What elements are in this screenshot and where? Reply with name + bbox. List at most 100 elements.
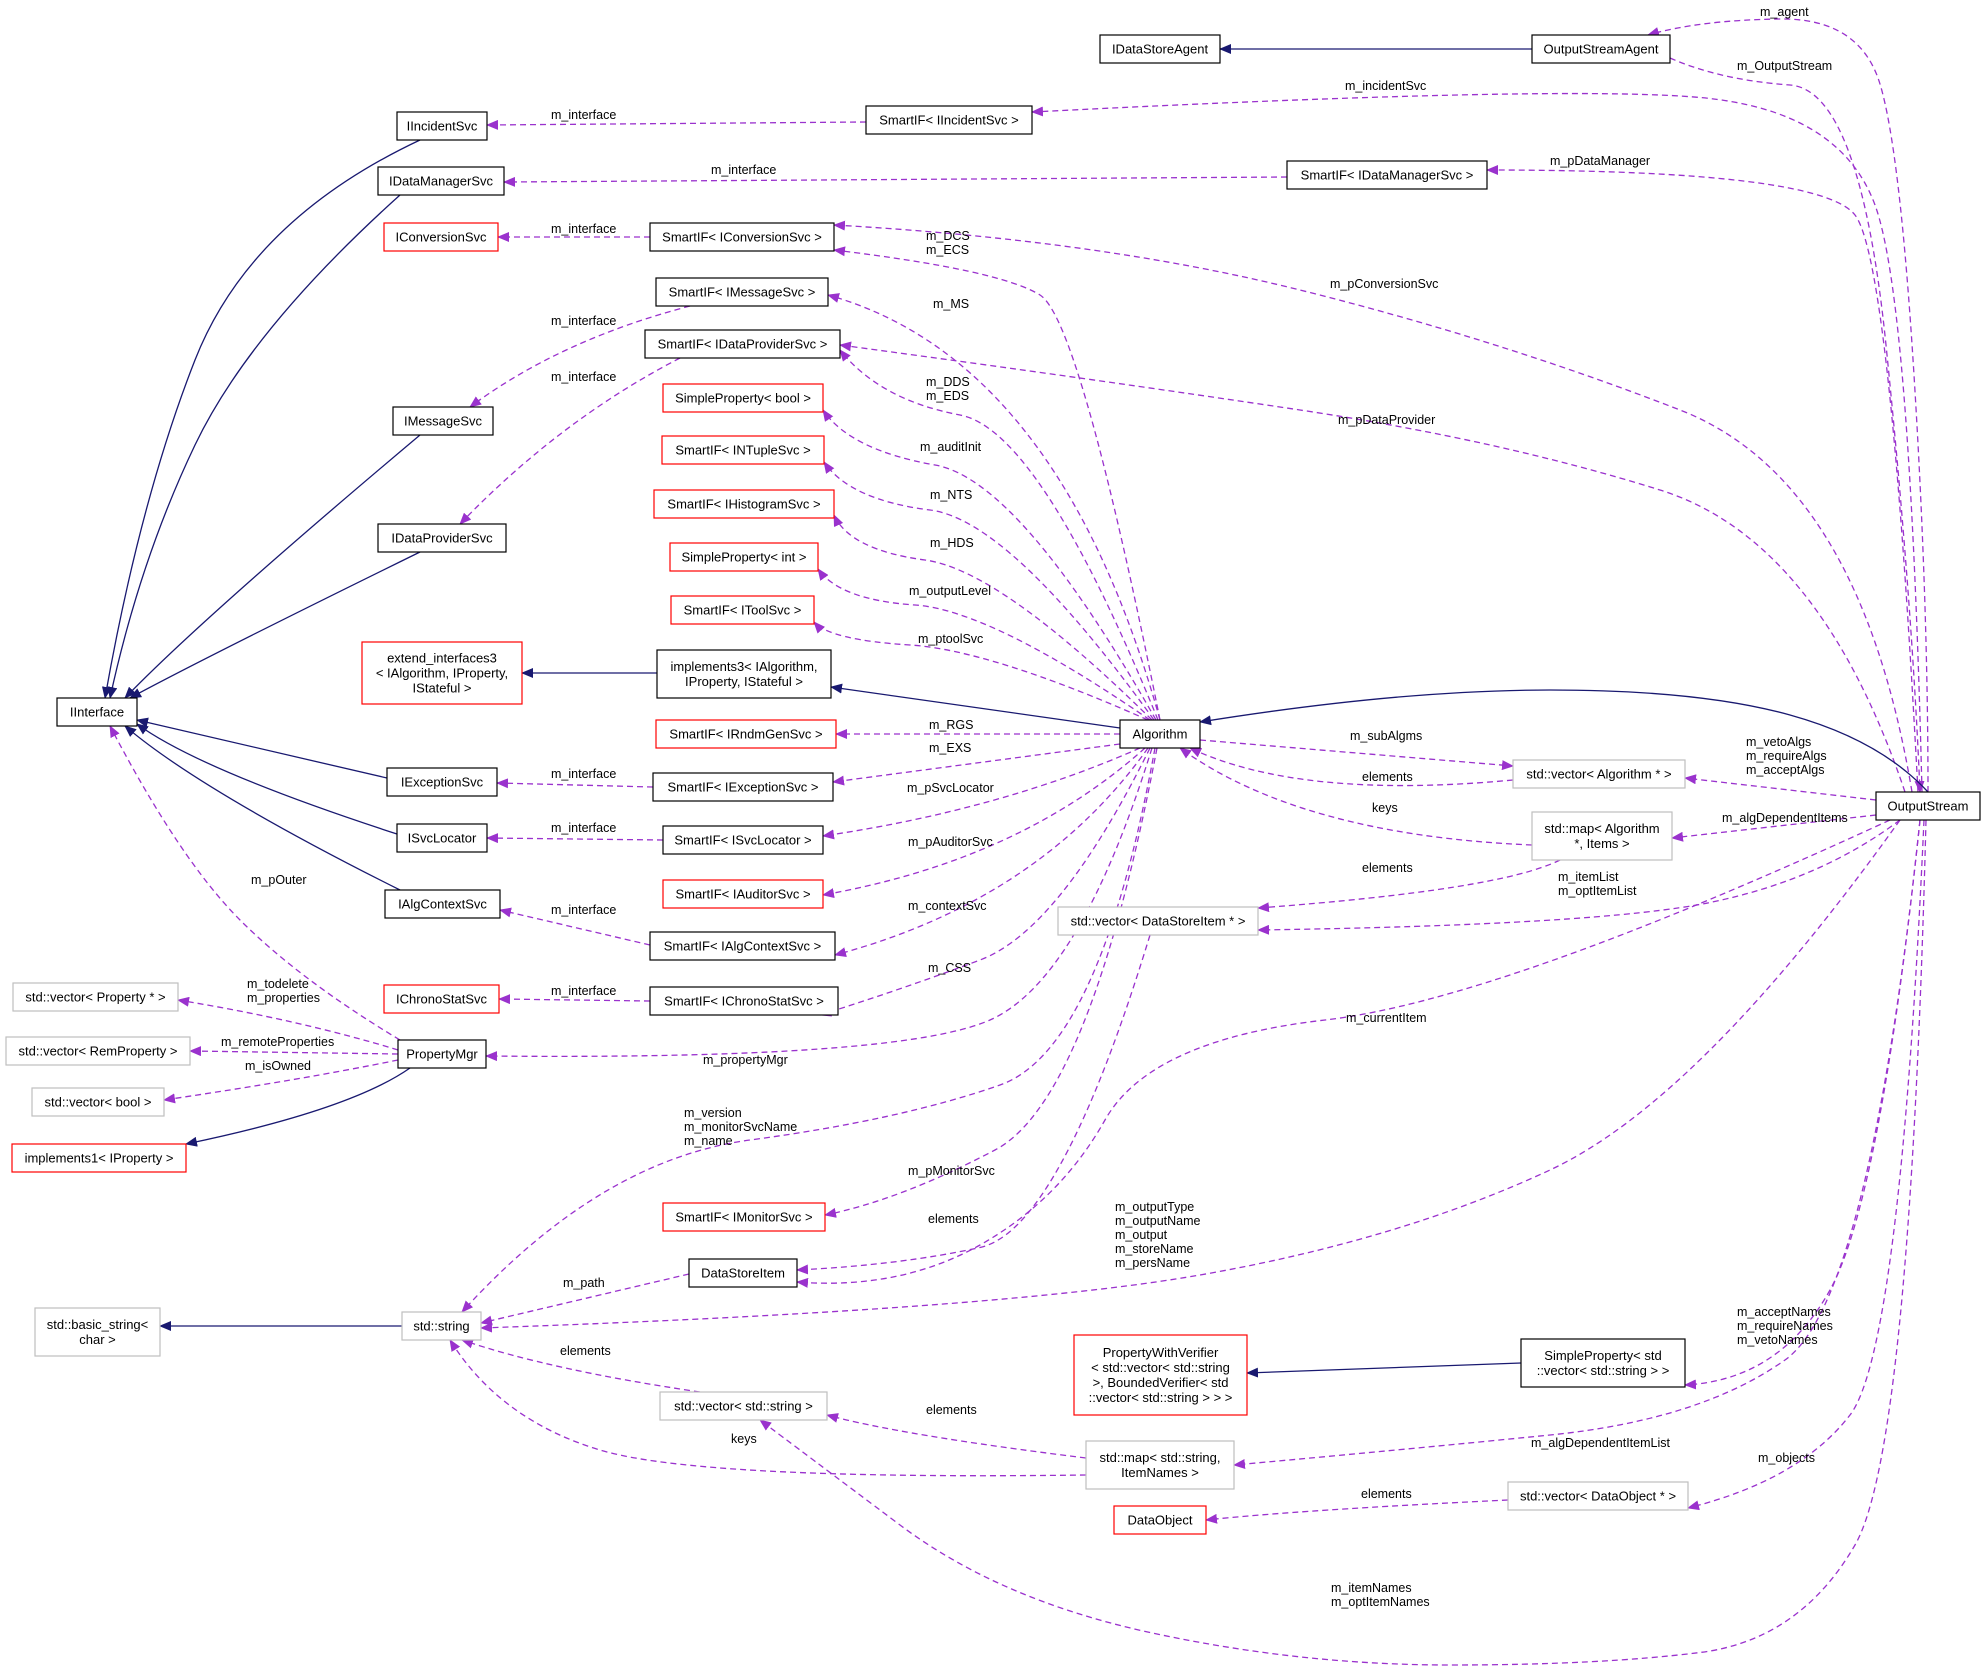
class-node-IDataStoreAgent[interactable]: IDataStoreAgent (1099, 34, 1221, 64)
class-node-OutputStream[interactable]: OutputStream (1875, 791, 1981, 821)
class-node-vector_Property[interactable]: std::vector< Property * > (12, 982, 179, 1012)
edge-label: m_optItemList (1558, 884, 1637, 898)
edge-label: m_outputName (1115, 1214, 1201, 1228)
class-node-IChronoStatSvc[interactable]: IChronoStatSvc (383, 984, 500, 1014)
class-node-vector_RemProperty[interactable]: std::vector< RemProperty > (5, 1036, 191, 1066)
edge-OutputStream-to-vector_string (759, 819, 1927, 1666)
edge-label: m_properties (247, 991, 320, 1005)
class-node-label: std::vector< std::string > (674, 1399, 813, 1414)
edge-OutputStream-to-std_string (480, 819, 1901, 1333)
edge-Algorithm-to-implements3 (830, 683, 1121, 729)
class-node-label: < IAlgorithm, IProperty, (376, 666, 508, 681)
class-node-DataObject[interactable]: DataObject (1113, 1505, 1207, 1535)
class-node-Algorithm[interactable]: Algorithm (1119, 719, 1201, 749)
edge-IIncidentSvc-to-IInterface (101, 139, 421, 699)
class-node-SimpleProperty_vector_string[interactable]: SimpleProperty< std::vector< std::string… (1520, 1338, 1686, 1388)
class-node-implements3[interactable]: implements3< IAlgorithm,IProperty, IStat… (656, 649, 832, 699)
class-node-IDataManagerSvc[interactable]: IDataManagerSvc (377, 166, 505, 196)
edge-IAlgContextSvc-to-IInterface (124, 725, 401, 891)
edge-PropertyMgr-to-vector_bool (163, 1059, 399, 1104)
class-node-label: SmartIF< IRndmGenSvc > (669, 727, 822, 742)
class-node-SmartIF_IMessageSvc[interactable]: SmartIF< IMessageSvc > (655, 277, 829, 307)
class-node-IAlgContextSvc[interactable]: IAlgContextSvc (384, 889, 501, 919)
class-node-SmartIF_IToolSvc[interactable]: SmartIF< IToolSvc > (670, 595, 815, 625)
class-node-PropertyWithVerifier[interactable]: PropertyWithVerifier< std::vector< std::… (1073, 1334, 1248, 1416)
class-node-SmartIF_IExceptionSvc[interactable]: SmartIF< IExceptionSvc > (652, 772, 834, 802)
edge-OutputStream-to-Algorithm (1199, 689, 1929, 793)
class-node-box (1531, 811, 1673, 861)
class-node-vector_DataStoreItem[interactable]: std::vector< DataStoreItem * > (1057, 906, 1259, 936)
class-node-ISvcLocator[interactable]: ISvcLocator (396, 823, 488, 853)
class-node-box (662, 879, 824, 909)
class-node-OutputStreamAgent[interactable]: OutputStreamAgent (1531, 34, 1671, 64)
class-node-SmartIF_IChronoStatSvc[interactable]: SmartIF< IChronoStatSvc > (649, 986, 839, 1016)
class-node-label: DataStoreItem (701, 1266, 785, 1281)
class-node-box (670, 595, 815, 625)
edge-label: m_NTS (930, 488, 972, 502)
edges-layer (101, 18, 1929, 1666)
class-node-SimpleProperty_bool[interactable]: SimpleProperty< bool > (662, 383, 824, 413)
class-node-label: IConversionSvc (395, 230, 487, 245)
class-node-IIncidentSvc[interactable]: IIncidentSvc (396, 111, 488, 141)
class-node-vector_DataObject[interactable]: std::vector< DataObject * > (1507, 1481, 1689, 1511)
edge-label: m_acceptNames (1737, 1305, 1831, 1319)
class-node-IExceptionSvc[interactable]: IExceptionSvc (386, 767, 498, 797)
edge-label: m_path (563, 1276, 605, 1290)
edge-label: m_remoteProperties (221, 1035, 334, 1049)
edge-label: m_interface (551, 767, 616, 781)
edge-label: m_requireNames (1737, 1319, 1833, 1333)
class-node-SmartIF_INTupleSvc[interactable]: SmartIF< INTupleSvc > (661, 435, 825, 465)
class-node-SmartIF_IAuditorSvc[interactable]: SmartIF< IAuditorSvc > (662, 879, 824, 909)
class-node-SimpleProperty_int[interactable]: SimpleProperty< int > (669, 542, 819, 572)
edge-OutputStream-to-SmartIF_IConversionSvc (833, 220, 1913, 793)
class-node-label: IMessageSvc (404, 414, 483, 429)
edge-label: m_pConversionSvc (1330, 277, 1438, 291)
edge-label: m_incidentSvc (1345, 79, 1426, 93)
class-node-IConversionSvc[interactable]: IConversionSvc (383, 222, 499, 252)
edge-SmartIF_IChronoStatSvc-to-IChronoStatSvc (498, 994, 651, 1005)
edge-IMessageSvc-to-IInterface (124, 434, 421, 699)
class-node-box (662, 825, 824, 855)
class-node-SmartIF_IAlgContextSvc[interactable]: SmartIF< IAlgContextSvc > (649, 931, 836, 961)
class-node-PropertyMgr[interactable]: PropertyMgr (397, 1039, 487, 1069)
class-node-label: SmartIF< IDataProviderSvc > (658, 337, 828, 352)
class-node-vector_Algorithm[interactable]: std::vector< Algorithm * > (1512, 759, 1686, 789)
class-node-label: std::map< std::string, (1099, 1450, 1220, 1465)
class-node-IMessageSvc[interactable]: IMessageSvc (392, 406, 494, 436)
edge-label: elements (560, 1344, 611, 1358)
class-node-SmartIF_IRndmGenSvc[interactable]: SmartIF< IRndmGenSvc > (655, 719, 837, 749)
edge-label: m_agent (1760, 5, 1809, 19)
class-node-label: char > (79, 1332, 116, 1347)
class-node-IInterface[interactable]: IInterface (56, 697, 138, 727)
class-node-label: SmartIF< ISvcLocator > (674, 833, 811, 848)
class-node-basic_string[interactable]: std::basic_string<char > (34, 1307, 161, 1357)
class-node-SmartIF_IHistogramSvc[interactable]: SmartIF< IHistogramSvc > (653, 489, 835, 519)
class-node-SmartIF_ISvcLocator[interactable]: SmartIF< ISvcLocator > (662, 825, 824, 855)
class-node-implements1[interactable]: implements1< IProperty > (11, 1143, 187, 1173)
edge-label: m_vetoNames (1737, 1333, 1818, 1347)
class-node-SmartIF_IIncidentSvc[interactable]: SmartIF< IIncidentSvc > (865, 105, 1033, 135)
class-node-std_string[interactable]: std::string (401, 1311, 482, 1341)
edge-label: m_RGS (929, 718, 973, 732)
class-node-map_Algorithm[interactable]: std::map< Algorithm*, Items > (1531, 811, 1673, 861)
class-node-vector_string[interactable]: std::vector< std::string > (659, 1391, 828, 1421)
class-node-SmartIF_IConversionSvc[interactable]: SmartIF< IConversionSvc > (649, 222, 835, 252)
edge-label: m_pOuter (251, 873, 307, 887)
class-node-SmartIF_IDataManagerSvc[interactable]: SmartIF< IDataManagerSvc > (1286, 160, 1488, 190)
edge-SmartIF_IExceptionSvc-to-IExceptionSvc (496, 778, 654, 789)
class-node-box (656, 649, 832, 699)
class-node-vector_bool[interactable]: std::vector< bool > (31, 1087, 165, 1117)
class-node-label: SimpleProperty< int > (681, 550, 806, 565)
class-node-extend_interfaces3[interactable]: extend_interfaces3< IAlgorithm, IPropert… (361, 641, 523, 705)
edge-label: m_pMonitorSvc (908, 1164, 995, 1178)
class-node-label: IDataManagerSvc (389, 174, 494, 189)
class-node-IDataProviderSvc[interactable]: IDataProviderSvc (377, 523, 507, 553)
class-node-label: ItemNames > (1121, 1465, 1199, 1480)
class-node-DataStoreItem[interactable]: DataStoreItem (688, 1258, 798, 1288)
class-node-label: IInterface (70, 705, 124, 720)
edge-Algorithm-to-SmartIF_IAuditorSvc (822, 747, 1146, 898)
class-node-SmartIF_IMonitorSvc[interactable]: SmartIF< IMonitorSvc > (662, 1202, 826, 1232)
class-node-SmartIF_IDataProviderSvc[interactable]: SmartIF< IDataProviderSvc > (644, 329, 841, 359)
edge-OutputStream-to-map_string_ItemNames (1233, 819, 1921, 1469)
class-node-map_string_ItemNames[interactable]: std::map< std::string,ItemNames > (1085, 1440, 1235, 1490)
